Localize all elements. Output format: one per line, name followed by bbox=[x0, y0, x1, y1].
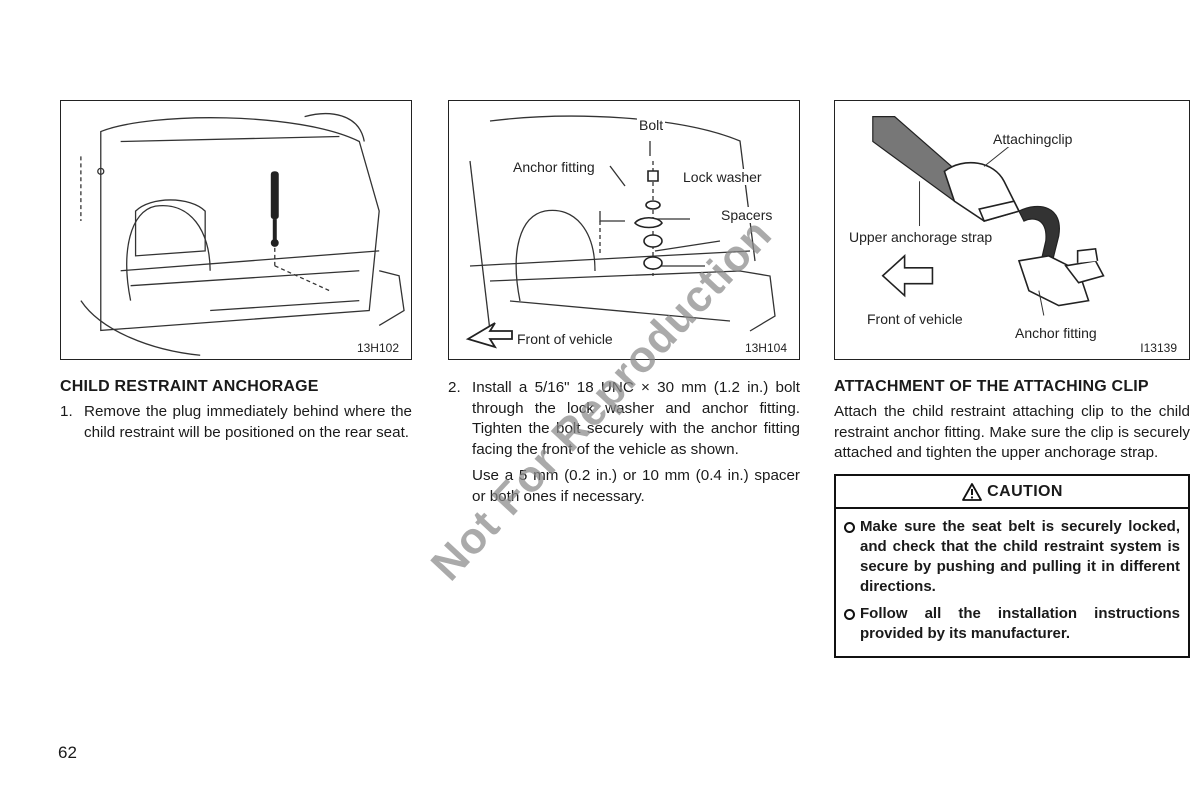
figure-code: 13H102 bbox=[356, 341, 399, 355]
rear-seat-illustration bbox=[80, 113, 405, 356]
figure-rear-seat-plug: 13H102 bbox=[60, 100, 412, 360]
bullet-icon bbox=[844, 517, 860, 598]
label-anchor-fitting: Anchor fitting bbox=[1013, 325, 1099, 341]
section-heading: CHILD RESTRAINT ANCHORAGE bbox=[60, 378, 319, 395]
label-upper-anchorage-strap: Upper anchorage strap bbox=[847, 229, 995, 245]
column-child-restraint-anchorage: 13H102 CHILD RESTRAINT ANCHORAGE 1. Remo… bbox=[60, 100, 412, 443]
figure-attaching-clip: Attachingclip Upper anchorage strap Fron… bbox=[834, 100, 1190, 360]
label-lock-washer: Lock washer bbox=[681, 169, 764, 185]
caution-box: CAUTION Make sure the seat belt is secur… bbox=[834, 473, 1190, 659]
attaching-clip-illustration bbox=[872, 116, 1105, 316]
column-install-bolt: Bolt Anchor fitting Lock washer Spacers … bbox=[448, 100, 800, 507]
attach-instructions: Attach the child restraint attaching cli… bbox=[834, 403, 1190, 461]
caution-item: Follow all the installation instructions… bbox=[844, 604, 1180, 645]
caution-body: Make sure the seat belt is securely lock… bbox=[836, 509, 1188, 657]
caution-header: CAUTION bbox=[836, 476, 1188, 509]
label-front-of-vehicle: Front of vehicle bbox=[865, 311, 965, 327]
step-1: 1. Remove the plug immediately behind wh… bbox=[60, 402, 412, 443]
figure-code: 13H104 bbox=[744, 341, 787, 355]
step-text: Install a 5/16" 18 UNC × 30 mm (1.2 in.)… bbox=[472, 379, 800, 458]
figure-code: I13139 bbox=[1140, 341, 1177, 355]
bullet-icon bbox=[844, 604, 860, 645]
figure-anchor-fitting-install: Bolt Anchor fitting Lock washer Spacers … bbox=[448, 100, 800, 360]
spacer-note: Use a 5 mm (0.2 in.) or 10 mm (0.4 in.) … bbox=[472, 467, 800, 505]
label-spacers: Spacers bbox=[719, 207, 775, 223]
label-attaching-clip: Attachingclip bbox=[991, 131, 1075, 147]
caution-item: Make sure the seat belt is securely lock… bbox=[844, 517, 1180, 598]
caution-title: CAUTION bbox=[987, 482, 1063, 500]
anchor-install-illustration bbox=[465, 115, 776, 349]
step-text: Remove the plug immediately behind where… bbox=[84, 403, 412, 441]
caution-item-text: Follow all the installation instructions… bbox=[860, 604, 1180, 642]
label-front-of-vehicle: Front of vehicle bbox=[515, 331, 615, 347]
section-heading: ATTACHMENT OF THE ATTACHING CLIP bbox=[834, 378, 1149, 395]
step-number: 2. bbox=[448, 379, 461, 396]
label-bolt: Bolt bbox=[637, 117, 666, 133]
warning-triangle-icon bbox=[962, 482, 983, 501]
column-attaching-clip: Attachingclip Upper anchorage strap Fron… bbox=[834, 100, 1190, 659]
label-anchor-fitting: Anchor fitting bbox=[511, 159, 597, 175]
step-2: 2. Install a 5/16" 18 UNC × 30 mm (1.2 i… bbox=[448, 378, 800, 460]
step-number: 1. bbox=[60, 403, 73, 420]
caution-item-text: Make sure the seat belt is securely lock… bbox=[860, 517, 1180, 596]
page-number: 62 bbox=[58, 743, 77, 762]
